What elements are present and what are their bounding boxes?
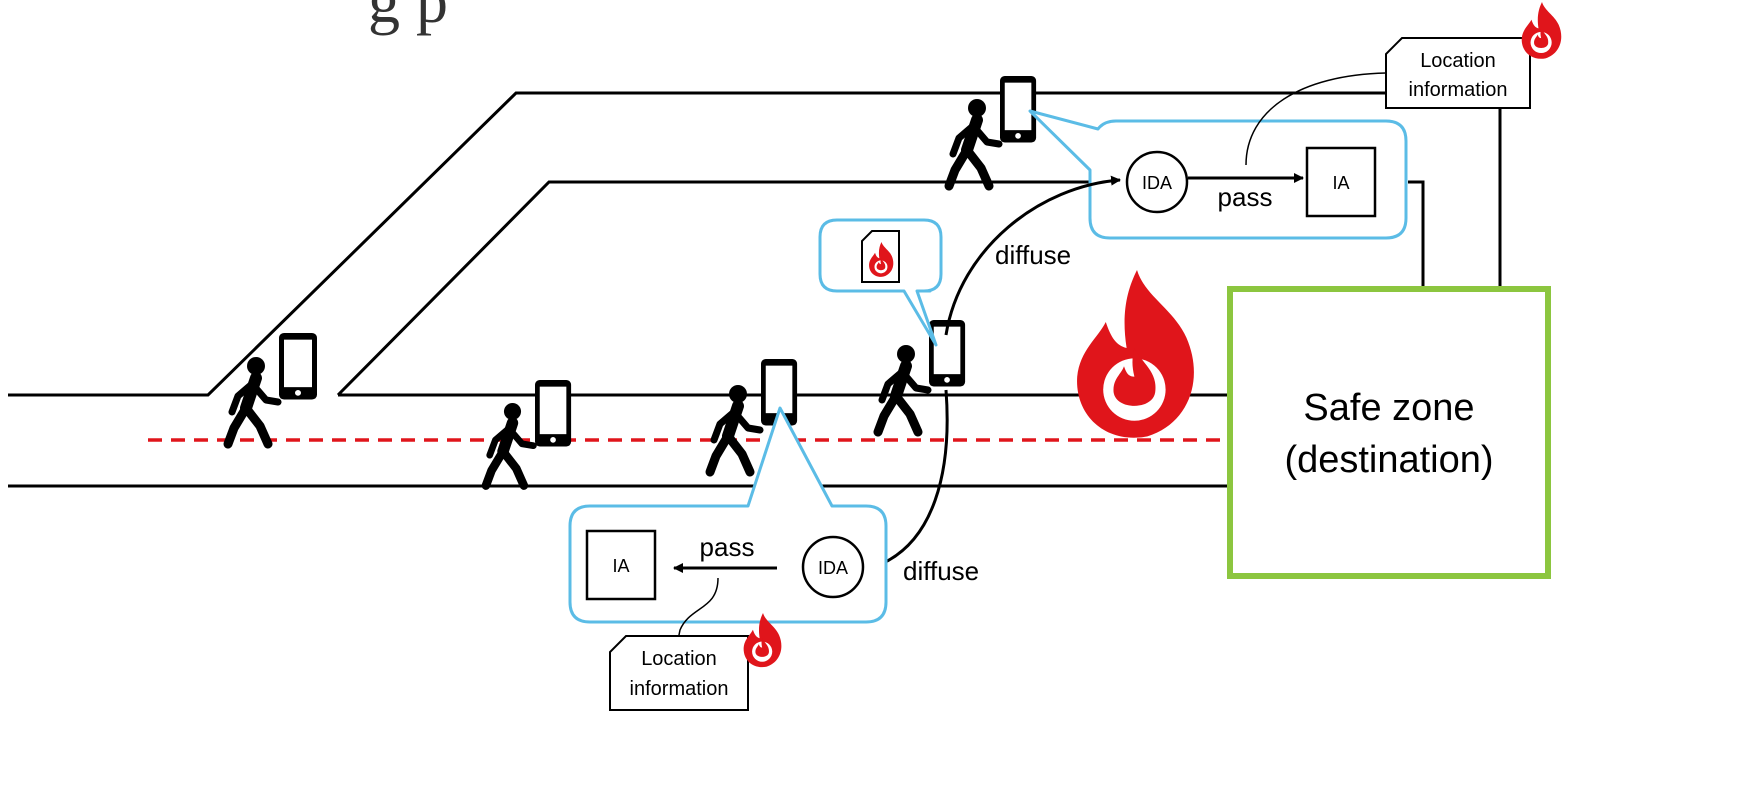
safe-zone-destination-label: (destination) (1284, 439, 1493, 481)
walking-person-icon (710, 385, 760, 472)
location-information-tag: Location information (1385, 37, 1531, 109)
ida-label: IDA (1142, 173, 1172, 193)
safe-zone: Safe zone (destination) (1227, 286, 1551, 579)
connector-curve (1245, 72, 1387, 166)
lower-agent-bubble: IA pass IDA (568, 406, 888, 624)
fire-icon (1521, 2, 1562, 59)
connector-curve (677, 577, 719, 641)
pass-label: pass (700, 532, 755, 562)
fire-icon (1077, 270, 1194, 438)
location-label-line2: information (1409, 79, 1508, 101)
diffuse-label-lower: diffuse (903, 556, 979, 586)
diffuse-arrow-lower (873, 389, 949, 569)
walking-person-icon (949, 99, 999, 186)
location-information-tag: Location information (609, 635, 749, 711)
fire-document-icon (861, 230, 900, 283)
smartphone-icon (279, 333, 317, 400)
smartphone-icon (1000, 76, 1037, 143)
diffuse-label-upper: diffuse (995, 240, 1071, 270)
smartphone-icon (535, 380, 572, 447)
safe-zone-label: Safe zone (1303, 387, 1474, 429)
title-fragment: g p (368, 0, 448, 36)
walking-person-icon (486, 403, 534, 486)
fire-document-bubble (818, 218, 943, 347)
ia-label: IA (1332, 173, 1349, 193)
pass-label: pass (1218, 182, 1273, 212)
location-label-line2: information (630, 678, 729, 700)
diffuse-arrow-upper (944, 175, 1121, 336)
location-label-line1: Location (1420, 50, 1496, 72)
walking-person-icon (878, 345, 928, 432)
ia-label: IA (612, 556, 629, 576)
upper-agent-bubble: IDA pass IA (1028, 109, 1408, 240)
ida-label: IDA (818, 558, 848, 578)
location-label-line1: Location (641, 648, 717, 670)
